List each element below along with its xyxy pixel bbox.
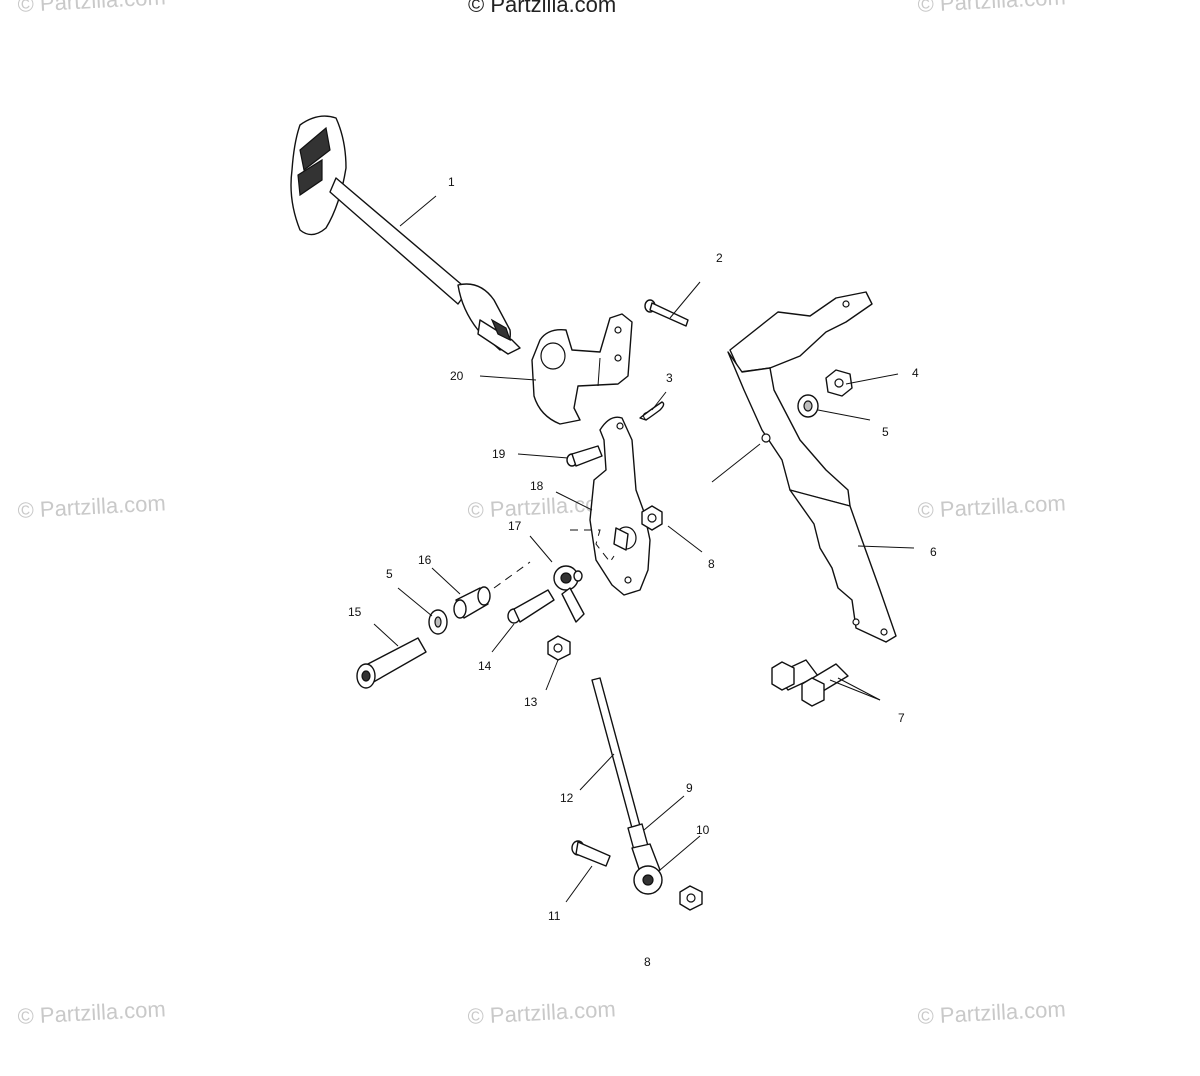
callout-14: 14 xyxy=(478,659,492,673)
lower-bolt xyxy=(571,840,611,867)
callout-16: 16 xyxy=(418,553,432,567)
watermark-mid-right: © Partzilla.com xyxy=(917,490,1066,523)
upper-rod-end xyxy=(553,565,585,623)
callout-17: 17 xyxy=(508,519,522,533)
assembly-line-lower xyxy=(493,561,531,589)
watermark-top-left: © Partzilla.com xyxy=(17,0,166,17)
callout-5-lower: 5 xyxy=(386,567,393,581)
callout-19: 19 xyxy=(492,447,506,461)
callout-3: 3 xyxy=(666,371,673,385)
watermark-top-right: © Partzilla.com xyxy=(917,0,1066,17)
callout-20: 20 xyxy=(450,369,464,383)
watermark-bottom-left: © Partzilla.com xyxy=(17,996,166,1029)
brake-pedal xyxy=(290,115,521,355)
short-bolt xyxy=(566,445,603,467)
watermark-bottom-right: © Partzilla.com xyxy=(917,996,1066,1029)
callout-11: 11 xyxy=(548,909,561,923)
callout-15: 15 xyxy=(348,605,362,619)
callout-8-bottom: 8 xyxy=(644,955,651,969)
washer-upper xyxy=(797,394,819,418)
lower-rod-end xyxy=(627,823,663,895)
frame-bracket xyxy=(727,291,897,643)
callout-10: 10 xyxy=(696,823,710,837)
brake-rod xyxy=(591,677,641,829)
washer-lower xyxy=(428,609,448,635)
pivot-plate xyxy=(589,416,651,596)
callout-18: 18 xyxy=(530,479,544,493)
hex-nut-bottom xyxy=(679,885,703,911)
hex-nut-middle xyxy=(641,505,663,531)
callout-4: 4 xyxy=(912,366,919,380)
pivot-bolt xyxy=(356,637,427,689)
cotter-pin xyxy=(639,401,665,421)
callout-6: 6 xyxy=(930,545,937,559)
callout-8-middle: 8 xyxy=(708,557,715,571)
clevis-pin xyxy=(644,299,689,327)
callout-9: 9 xyxy=(686,781,693,795)
callout-13: 13 xyxy=(524,695,538,709)
hex-nut-upper xyxy=(825,369,853,397)
rod-end-bolt xyxy=(507,589,555,624)
watermark-top-center: © Partzilla.com xyxy=(468,0,616,17)
leader-lines xyxy=(373,195,915,903)
callout-2: 2 xyxy=(716,251,723,265)
callout-12: 12 xyxy=(560,791,574,805)
callout-5-upper: 5 xyxy=(882,425,889,439)
watermark-mid-left: © Partzilla.com xyxy=(17,490,166,523)
upper-bracket xyxy=(531,313,633,425)
bushing xyxy=(453,586,491,619)
watermark-bottom-center: © Partzilla.com xyxy=(467,996,616,1029)
callout-1: 1 xyxy=(448,175,455,189)
hex-nut-lower xyxy=(547,635,571,661)
assembly-line-upper xyxy=(570,529,615,563)
callout-7: 7 xyxy=(898,711,905,725)
mounting-bolts xyxy=(771,659,849,707)
